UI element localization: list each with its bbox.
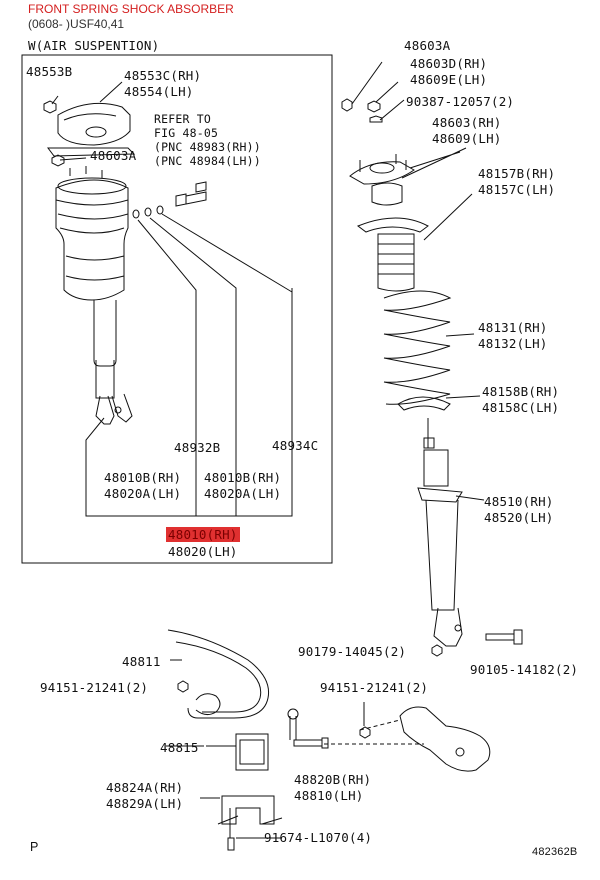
refer-line-2: FIG 48-05 xyxy=(154,126,219,140)
part-90105-label[interactable]: 90105-14182(2) xyxy=(470,662,579,677)
part-48815-label[interactable]: 48815 xyxy=(160,740,199,755)
part-48932b-label[interactable]: 48932B xyxy=(174,440,221,455)
stabilizer-drawing xyxy=(166,629,491,851)
refer-line-3: (PNC 48983(RH)) xyxy=(154,140,261,154)
air-strut-drawing xyxy=(43,81,293,517)
part-48132-label[interactable]: 48132(LH) xyxy=(478,336,548,351)
part-48157c-label[interactable]: 48157C(LH) xyxy=(478,182,556,197)
refer-line-4: (PNC 48984(LH)) xyxy=(154,154,261,168)
inset-frame xyxy=(21,54,333,564)
part-48810-label[interactable]: 48810(LH) xyxy=(294,788,364,803)
refer-line-1: REFER TO xyxy=(154,112,211,126)
part-48553b-label[interactable]: 48553B xyxy=(26,64,73,79)
part-48603a-label[interactable]: 48603A xyxy=(404,38,451,53)
part-48934c-label[interactable]: 48934C xyxy=(272,438,319,453)
part-90387-label[interactable]: 90387-12057(2) xyxy=(406,94,515,109)
part-48158c-label[interactable]: 48158C(LH) xyxy=(482,400,560,415)
part-48510-label[interactable]: 48510(RH) xyxy=(484,494,554,509)
part-48609-label[interactable]: 48609(LH) xyxy=(432,131,502,146)
part-48553c-label[interactable]: 48553C(RH) xyxy=(124,68,202,83)
part-48554-label[interactable]: 48554(LH) xyxy=(124,84,194,99)
inset-title: W(AIR SUSPENTION) xyxy=(28,38,160,53)
part-48010b-right-label[interactable]: 48010B(RH) xyxy=(204,470,282,485)
part-48829a-label[interactable]: 48829A(LH) xyxy=(106,796,184,811)
part-48020-label[interactable]: 48020(LH) xyxy=(168,544,238,559)
part-48020a-right-label[interactable]: 48020A(LH) xyxy=(204,486,282,501)
part-48131-label[interactable]: 48131(RH) xyxy=(478,320,548,335)
part-94151-left-label[interactable]: 94151-21241(2) xyxy=(40,680,149,695)
part-90179-label[interactable]: 90179-14045(2) xyxy=(298,644,407,659)
part-48820b-label[interactable]: 48820B(RH) xyxy=(294,772,372,787)
figure-code: 482362B xyxy=(532,846,578,858)
part-91674-label[interactable]: 91674-L1070(4) xyxy=(264,830,373,845)
part-48609e-label[interactable]: 48609E(LH) xyxy=(410,72,488,87)
part-48824a-label[interactable]: 48824A(RH) xyxy=(106,780,184,795)
diagram-subtitle: (0608- )USF40,41 xyxy=(28,17,125,31)
footer-left-mark: P xyxy=(30,840,39,854)
part-48603-label[interactable]: 48603(RH) xyxy=(432,115,502,130)
part-94151-right-label[interactable]: 94151-21241(2) xyxy=(320,680,429,695)
part-48520-label[interactable]: 48520(LH) xyxy=(484,510,554,525)
diagram-title: FRONT SPRING SHOCK ABSORBER xyxy=(28,2,234,16)
part-48157b-label[interactable]: 48157B(RH) xyxy=(478,166,556,181)
part-48603a-inset-label[interactable]: 48603A xyxy=(90,148,137,163)
part-48010-highlighted-label[interactable]: 48010(RH) xyxy=(166,527,240,542)
part-48811-label[interactable]: 48811 xyxy=(122,654,161,669)
part-48010b-left-label[interactable]: 48010B(RH) xyxy=(104,470,182,485)
part-48158b-label[interactable]: 48158B(RH) xyxy=(482,384,560,399)
part-48020a-left-label[interactable]: 48020A(LH) xyxy=(104,486,182,501)
coil-strut-drawing xyxy=(341,61,523,657)
part-48603d-label[interactable]: 48603D(RH) xyxy=(410,56,488,71)
